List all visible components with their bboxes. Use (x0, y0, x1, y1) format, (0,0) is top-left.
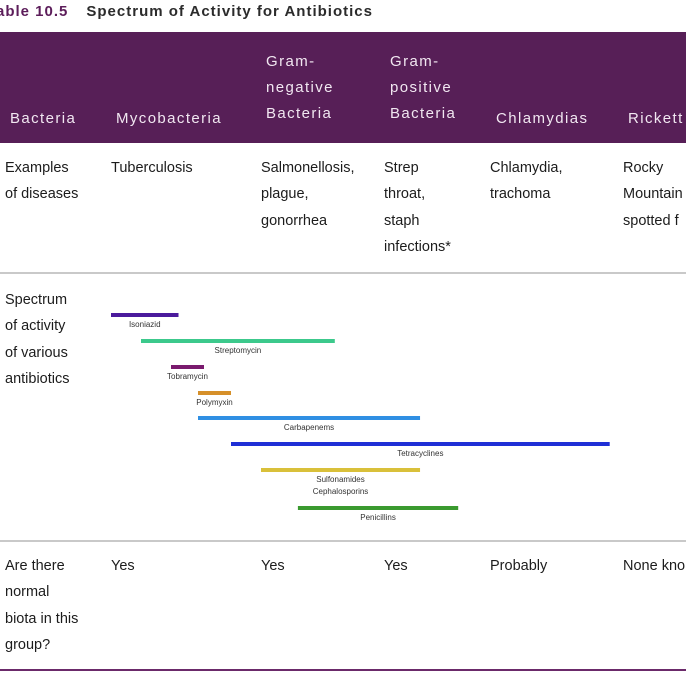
label-sulfonamides: Sulfonamides (316, 475, 364, 484)
bar-penicillins (297, 506, 459, 510)
header-gram-positive: Gram- positive Bacteria (390, 53, 457, 122)
label-polymyxin: Polymyxin (196, 398, 232, 407)
biota-mycobacteria: Yes (111, 558, 135, 574)
row-label-spectrum: Spectrum of activity of various antibiot… (5, 292, 70, 387)
label-cephalosporins: Cephalosporins (313, 487, 369, 496)
bar-tobramycin (171, 365, 204, 369)
table-header: Bacteria Mycobacteria Gram- negative Bac… (0, 32, 686, 143)
bar-polymyxin (198, 391, 231, 395)
header-mycobacteria: Mycobacteria (116, 110, 223, 127)
examples-gram-positive: Strep throat, staph infections* (384, 160, 451, 255)
header-rickettsias: Rickett (628, 110, 684, 127)
spectrum-chart: IsoniazidStreptomycinTobramycinPolymyxin… (111, 313, 610, 522)
bar-tetracyclines (231, 442, 610, 446)
label-tobramycin: Tobramycin (167, 372, 208, 381)
row-divider (0, 540, 686, 542)
bar-streptomycin (141, 339, 335, 343)
table-number: able 10.5 (0, 3, 69, 20)
label-penicillins: Penicillins (360, 513, 396, 522)
label-carbapenems: Carbapenems (284, 423, 334, 432)
table-bottom-rule (0, 669, 686, 671)
examples-chlamydias: Chlamydia, trachoma (490, 160, 563, 203)
examples-mycobacteria: Tuberculosis (111, 160, 193, 176)
biota-gram-positive: Yes (384, 558, 408, 574)
header-gram-negative: Gram- negative Bacteria (266, 53, 334, 122)
row-label-biota: Are there normal biota in this group? (5, 558, 79, 653)
biota-chlamydias: Probably (490, 558, 548, 574)
table-title: able 10.5 Spectrum of Activity for Antibi… (0, 3, 373, 20)
table-caption: Spectrum of Activity for Antibiotics (86, 3, 373, 20)
examples-gram-negative: Salmonellosis, plague, gonorrhea (261, 160, 355, 229)
header-chlamydias: Chlamydias (496, 110, 589, 127)
header-bacteria: Bacteria (10, 110, 77, 127)
biota-gram-negative: Yes (261, 558, 285, 574)
row-label-examples: Examples of diseases (5, 160, 79, 203)
label-isoniazid: Isoniazid (129, 320, 161, 329)
examples-rickettsias: Rocky Mountain spotted f (623, 160, 683, 229)
row-divider (0, 272, 686, 274)
label-streptomycin: Streptomycin (215, 346, 262, 355)
bar-carbapenems (198, 416, 421, 420)
bar-sulfonamides (261, 468, 421, 472)
biota-rickettsias: None kno (623, 558, 686, 574)
bar-isoniazid (111, 313, 179, 317)
label-tetracyclines: Tetracyclines (397, 449, 443, 458)
